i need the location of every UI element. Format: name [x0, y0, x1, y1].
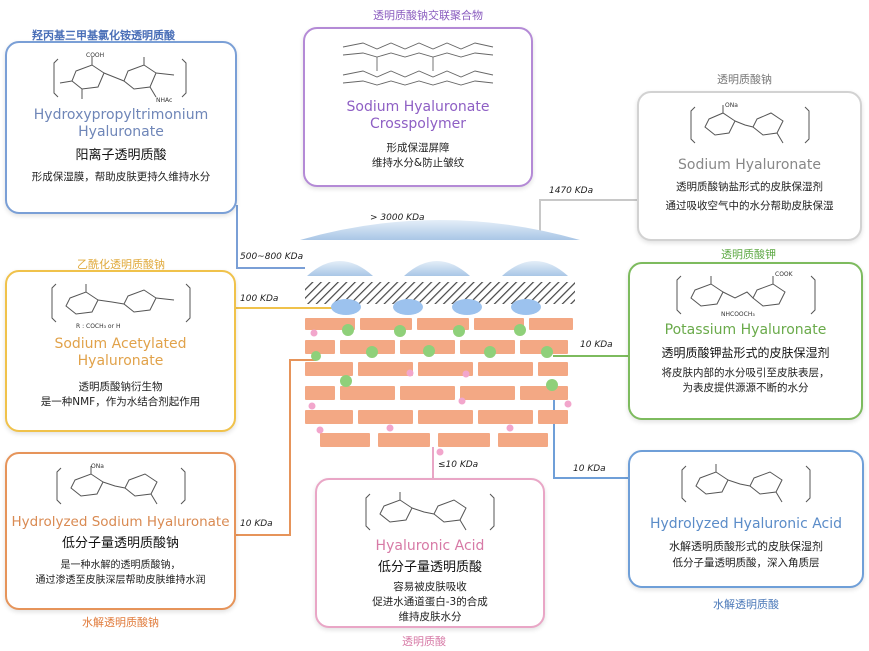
acetylated-desc-1: 透明质酸钠衍生物	[78, 381, 163, 393]
potassium-cook-label: COOK	[775, 271, 794, 278]
skin-cell-bricks	[305, 318, 573, 447]
hydrolyzed-ha-en-title: Hydrolyzed Hyaluronic Acid	[649, 516, 843, 532]
crosspolymer-molecule-structure	[342, 42, 494, 86]
hydrolyzed-ha-caption: 水解透明质酸	[713, 598, 779, 611]
kda-label-acetylated: 100 KDa	[240, 294, 279, 304]
hydrolyzed-sodium-caption: 水解透明质酸钠	[82, 616, 159, 629]
potassium-desc-1: 透明质酸钾盐形式的皮肤保湿剂	[661, 346, 830, 360]
acetylated-desc-2: 是一种NMF，作为水结合剂起作用	[40, 396, 201, 408]
crosspolymer-caption: 透明质酸钠交联聚合物	[373, 9, 483, 22]
crosspolymer-desc-1: 形成保湿屏障	[386, 142, 450, 154]
hyaluronic-desc-1: 容易被皮肤吸收	[393, 581, 467, 593]
hpta-molecule-structure: COOH NHAc	[53, 52, 187, 104]
film-oval	[452, 299, 482, 315]
sodium-ha-card: ONa Sodium Hyaluronate 透明质酸钠盐形式的皮肤保湿剂 通过…	[637, 91, 862, 241]
hyaluronic-acid-molecules	[308, 329, 572, 456]
hydrolyzed-ha-card: Hydrolyzed Hyaluronic Acid 水解透明质酸形式的皮肤保湿…	[628, 450, 864, 588]
acetylated-card: R : COCH₃ or H Sodium Acetylated Hyaluro…	[5, 270, 236, 432]
sodium-ha-molecule-structure: ONa	[690, 102, 809, 144]
hydrolyzed-sodium-zh-title: 低分子量透明质酸钠	[61, 536, 179, 551]
film-oval	[511, 299, 541, 315]
potassium-desc-2: 将皮肤内部的水分吸引至皮肤表层，	[661, 367, 830, 379]
acetylated-molecule-structure: R : COCH₃ or H	[51, 283, 190, 330]
hydrolyzed-sodium-ona-label: ONa	[91, 463, 104, 470]
kda-label-hydrolyzed-sodium: 10 KDa	[240, 519, 273, 529]
film-oval	[331, 299, 361, 315]
hpta-desc: 形成保湿膜，帮助皮肤更持久维持水分	[31, 171, 211, 183]
hydrolyzed-sodium-card: ONa Hydrolyzed Sodium Hyaluronate 低分子量透明…	[5, 452, 236, 610]
kda-label-crosspolymer: > 3000 KDa	[370, 213, 425, 223]
sodium-ha-en-title: Sodium Hyaluronate	[678, 157, 821, 173]
kda-label-sodium-ha: 1470 KDa	[549, 186, 594, 196]
kda-label-hpta: 500~800 KDa	[240, 252, 304, 262]
hyaluronic-zh-title: 低分子量透明质酸	[377, 560, 482, 575]
potassium-caption: 透明质酸钾	[721, 248, 776, 261]
stratum-corneum-layer	[305, 282, 575, 304]
crosspolymer-en-title: Sodium Hyaluronate Crosspolymer	[346, 99, 490, 132]
kda-label-potassium: 10 KDa	[580, 340, 613, 350]
hyaluronic-en-title: Hyaluronic Acid	[375, 538, 485, 554]
hyaluronic-molecule-structure	[365, 492, 495, 531]
hpta-card: COOH NHAc Hydroxypropyltrimonium Hyaluro…	[5, 41, 237, 214]
sodium-ha-caption: 透明质酸钠	[717, 73, 772, 86]
hydrolyzed-ha-desc-1: 水解透明质酸形式的皮肤保湿剂	[669, 540, 823, 553]
crosspolymer-film	[300, 220, 580, 240]
hpta-caption: 羟丙基三甲基氯化铵透明质酸	[32, 29, 175, 42]
potassium-nhcooch3-label: NHCOOCH₃	[721, 311, 755, 318]
acetylated-en-title: Sodium Acetylated Hyaluronate	[54, 336, 187, 369]
hyaluronic-card: Hyaluronic Acid 低分子量透明质酸 容易被皮肤吸收 促进水通道蛋白…	[315, 478, 545, 628]
crosspolymer-desc-2: 维持水分&防止皱纹	[371, 157, 465, 169]
hydrolyzed-sodium-desc-1: 是一种水解的透明质酸钠，	[60, 560, 181, 571]
hpta-zh-title: 阳离子透明质酸	[75, 148, 167, 163]
moisture-dome-1	[307, 261, 373, 276]
hydrolyzed-sodium-en-title: Hydrolyzed Sodium Hyaluronate	[11, 514, 230, 530]
potassium-desc-3: 为表皮提供源源不断的水分	[682, 382, 809, 394]
moisture-dome-3	[502, 261, 568, 276]
potassium-en-title: Potassium Hyaluronate	[664, 322, 827, 338]
acetylated-r-label: R : COCH₃ or H	[76, 323, 121, 330]
sodium-ha-ona-label: ONa	[725, 102, 738, 109]
hpta-cooh-label: COOH	[86, 52, 104, 59]
potassium-molecule-structure: COOK NHCOOCH₃	[676, 271, 815, 318]
hydrolyzed-sodium-molecule-structure: ONa	[56, 463, 185, 505]
kda-label-hyaluronic: ≤10 KDa	[438, 460, 479, 470]
hyaluronic-desc-3: 维持皮肤水分	[398, 611, 462, 623]
hyaluronic-caption: 透明质酸	[402, 635, 446, 648]
kda-label-hydrolyzed-ha: 10 KDa	[573, 464, 606, 474]
hpta-en-title: Hydroxypropyltrimonium Hyaluronate	[33, 107, 209, 140]
potassium-ha-molecules	[311, 324, 558, 391]
hyaluronic-desc-2: 促进水通道蛋白-3的合成	[372, 596, 488, 608]
sodium-ha-desc-1: 透明质酸钠盐形式的皮肤保湿剂	[676, 181, 823, 193]
film-oval	[393, 299, 423, 315]
moisture-dome-2	[404, 261, 470, 276]
hpta-nhac-label: NHAc	[156, 97, 172, 104]
potassium-card: COOK NHCOOCH₃ Potassium Hyaluronate 透明质酸…	[628, 262, 863, 420]
sodium-ha-desc-2: 通过吸收空气中的水分帮助皮肤保湿	[665, 200, 834, 212]
crosspolymer-card: Sodium Hyaluronate Crosspolymer 形成保湿屏障 维…	[303, 27, 533, 187]
acetylated-caption: 乙酰化透明质酸钠	[77, 258, 165, 271]
hydrolyzed-ha-molecule-structure	[681, 464, 811, 503]
hydrolyzed-ha-desc-2: 低分子量透明质酸，深入角质层	[672, 557, 820, 569]
hydrolyzed-sodium-desc-2: 通过渗透至皮肤深层帮助皮肤维持水润	[35, 575, 206, 586]
